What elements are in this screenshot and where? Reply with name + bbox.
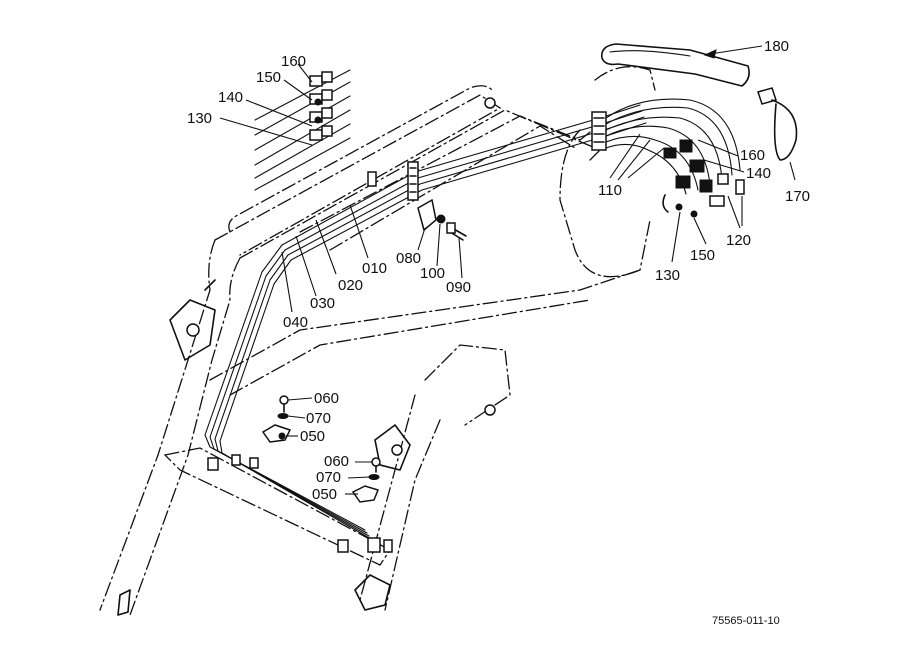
callout-120: 120 <box>726 232 751 249</box>
callout-060-lower: 060 <box>324 453 349 470</box>
callout-180: 180 <box>764 38 789 55</box>
callout-050-lower: 050 <box>312 486 337 503</box>
coupler-detail-left <box>254 69 351 191</box>
hose-assembly-right <box>591 98 745 218</box>
callout-110: 110 <box>598 182 622 199</box>
callout-150-right: 150 <box>690 247 715 264</box>
hydraulic-pipes <box>204 104 647 540</box>
callout-160-left: 160 <box>281 53 306 70</box>
callout-060-upper: 060 <box>314 390 339 407</box>
callout-070-lower: 070 <box>316 469 341 486</box>
callout-150-left: 150 <box>256 69 281 86</box>
callout-100: 100 <box>420 265 445 282</box>
clamp-080-assembly <box>417 198 467 241</box>
callout-160-right: 160 <box>740 147 765 164</box>
leader-lines <box>219 45 796 495</box>
callout-030: 030 <box>310 295 335 312</box>
callout-090: 090 <box>446 279 471 296</box>
figure-code: 75565-011-10 <box>712 615 780 627</box>
callout-050-upper: 050 <box>300 428 325 445</box>
callout-040: 040 <box>283 314 308 331</box>
strap-170 <box>757 87 798 161</box>
callout-080: 080 <box>396 250 421 267</box>
callout-070-upper: 070 <box>306 410 331 427</box>
callout-130-left: 130 <box>187 110 212 127</box>
pipe-clamp-upper <box>367 161 419 201</box>
callout-010: 010 <box>362 260 387 277</box>
hose-guard-180 <box>600 43 750 87</box>
callout-020: 020 <box>338 277 363 294</box>
callout-130-right: 130 <box>655 267 680 284</box>
callout-170: 170 <box>785 188 810 205</box>
callout-140-right: 140 <box>746 165 771 182</box>
callout-140-left: 140 <box>218 89 243 106</box>
loader-arm-frame <box>99 66 656 616</box>
pivot-brackets <box>117 97 496 616</box>
lower-pipe-fittings <box>207 454 393 553</box>
callout-labels: 180 170 160 140 110 120 150 130 160 150 … <box>187 38 810 627</box>
clamp-stack-upper <box>261 395 292 443</box>
clamp-stack-lower <box>351 457 381 503</box>
